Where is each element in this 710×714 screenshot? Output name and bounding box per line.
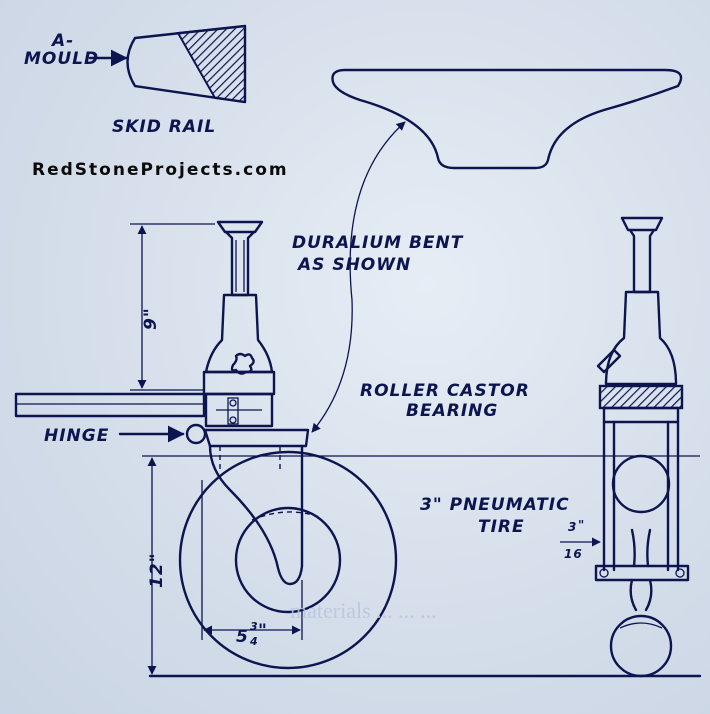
label-castor-1: ROLLER CASTOR [360, 381, 530, 401]
label-dim-5-3-4: 5 3 4 " [236, 620, 268, 648]
label-duralium-2: AS SHOWN [296, 255, 411, 275]
duralium-arrow [311, 121, 406, 433]
label-castor-2: BEARING [406, 401, 498, 421]
label-a-mould-2: MOULD [24, 49, 99, 69]
dim-5-whole: 5 [236, 627, 249, 647]
dim-5-den: 4 [249, 635, 259, 648]
label-a-mould-1: A- [50, 31, 74, 51]
label-tire-1: 3" PNEUMATIC [420, 495, 570, 515]
dim-5-inch: " [258, 621, 268, 641]
dim-5-num: 3 [250, 620, 259, 633]
label-skid-rail: SKID RAIL [112, 117, 216, 137]
dim-frac-num: 3 [568, 520, 577, 534]
skid-rail-section [88, 24, 247, 104]
label-dim-3-16: 3 " 16 [564, 518, 585, 561]
label-dim-9: 9" [141, 307, 161, 330]
label-duralium-1: DURALIUM BENT [292, 233, 464, 253]
dim-frac-inch: " [578, 518, 585, 532]
seat-plate [331, 68, 683, 170]
label-hinge: HINGE [44, 426, 109, 446]
side-view-castor [14, 220, 702, 678]
watermark: RedStoneProjects.com [32, 160, 289, 180]
ghost-background-text: materials ... ... ... [290, 598, 437, 623]
dimensions [130, 223, 700, 675]
front-view-castor [560, 216, 690, 678]
dim-frac-den: 16 [564, 547, 583, 561]
label-dim-12: 12" [147, 552, 167, 588]
label-tire-2: TIRE [478, 517, 525, 537]
